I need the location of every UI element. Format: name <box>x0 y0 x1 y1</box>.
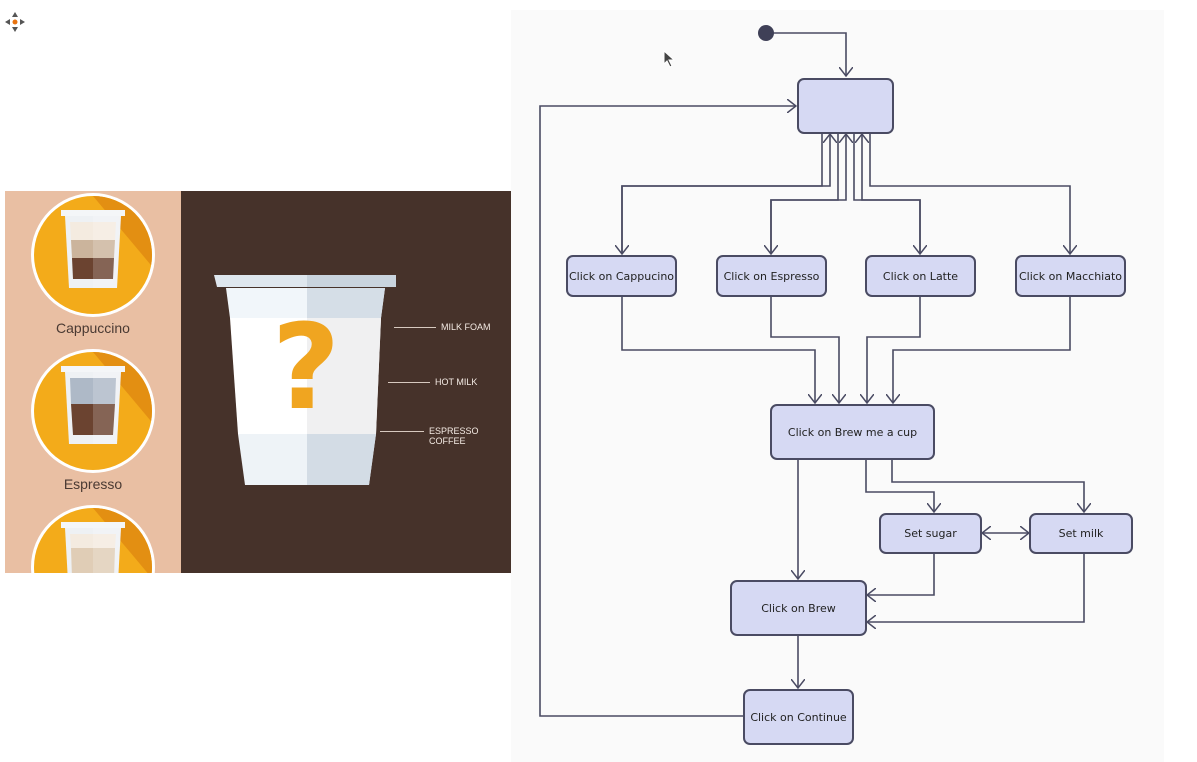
question-mark-icon: ? <box>271 298 341 436</box>
drink-cappuccino[interactable]: Cappuccino <box>5 196 181 346</box>
node-set-sugar[interactable]: Set sugar <box>879 513 982 554</box>
espresso-icon <box>34 352 152 470</box>
node-click-macchiato[interactable]: Click on Macchiato <box>1015 255 1126 297</box>
node-click-cappucino[interactable]: Click on Cappucino <box>566 255 677 297</box>
initial-state <box>758 25 774 41</box>
node-click-continue[interactable]: Click on Continue <box>743 689 854 745</box>
node-click-brew[interactable]: Click on Brew <box>730 580 867 636</box>
espresso-pointer <box>380 431 424 432</box>
node-click-espresso[interactable]: Click on Espresso <box>716 255 827 297</box>
mouse-cursor-icon <box>663 50 675 68</box>
latte-icon <box>34 508 152 573</box>
drink-espresso[interactable]: Espresso <box>5 352 181 502</box>
ingredient-milk-foam: MILK FOAM <box>441 322 491 332</box>
node-click-latte[interactable]: Click on Latte <box>865 255 976 297</box>
diagram-edges <box>539 32 1164 717</box>
hot-milk-pointer <box>388 382 430 383</box>
cup-graphic <box>214 275 396 485</box>
milk-foam-pointer <box>394 327 436 328</box>
state-diagram-panel: Click on Cappucino Click on Espresso Cli… <box>511 10 1164 762</box>
ingredient-espresso-coffee: ESPRESSO COFFEE <box>429 426 479 446</box>
node-brew-me-a-cup[interactable]: Click on Brew me a cup <box>770 404 935 460</box>
ingredient-hot-milk: HOT MILK <box>435 377 478 387</box>
move-icon[interactable] <box>4 11 26 33</box>
cup-illustration: ? MILK FOAM HOT MILK ESPRESSO COFFEE <box>181 191 514 573</box>
node-set-milk[interactable]: Set milk <box>1029 513 1133 554</box>
cappuccino-icon <box>34 196 152 314</box>
drink-latte-partial[interactable] <box>5 508 181 573</box>
drink-label: Cappuccino <box>56 320 130 336</box>
drink-label: Espresso <box>63 476 123 492</box>
drink-sidebar: Cappuccino Espresso <box>5 191 181 573</box>
coffee-app-preview: Cappuccino Espresso <box>5 191 514 573</box>
idle-state[interactable] <box>797 78 894 134</box>
